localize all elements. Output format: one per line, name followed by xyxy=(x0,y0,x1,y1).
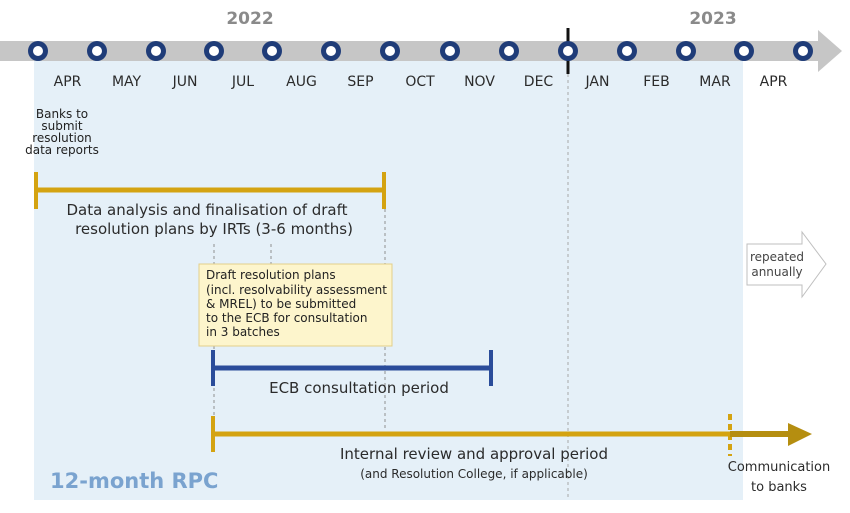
repeated-line-2: annually xyxy=(751,265,802,279)
timeline-node-center xyxy=(33,46,43,56)
month-label: OCT xyxy=(405,74,435,90)
timeline-node-center xyxy=(92,46,102,56)
banks-note-line-4: data reports xyxy=(25,143,99,157)
year-2022-label: 2022 xyxy=(226,9,273,29)
repeated-annually-arrow xyxy=(746,230,827,299)
timeline-node-center xyxy=(209,46,219,56)
timeline-node-center xyxy=(151,46,161,56)
internal-review-arrow-head xyxy=(788,423,812,446)
internal-review-subtitle: (and Resolution College, if applicable) xyxy=(360,467,588,481)
month-label: DEC xyxy=(524,74,554,90)
timeline-nodes xyxy=(28,41,813,61)
rpc-label: 12-month RPC xyxy=(50,469,218,493)
internal-review-title: Internal review and approval period xyxy=(340,445,608,463)
banks-note-line-2: submit xyxy=(41,119,82,133)
draft-box-line-2: (incl. resolvability assessment xyxy=(206,283,387,297)
timeline-node-center xyxy=(563,46,573,56)
timeline-node-center xyxy=(681,46,691,56)
month-label: APR xyxy=(54,74,82,90)
timeline-node-center xyxy=(739,46,749,56)
banks-note-line-1: Banks to xyxy=(36,107,88,121)
month-label: MAR xyxy=(699,74,731,90)
ecb-consultation-label: ECB consultation period xyxy=(269,379,449,397)
month-label: AUG xyxy=(286,74,317,90)
month-label: JUL xyxy=(231,74,254,90)
timeline-node-center xyxy=(798,46,808,56)
communication-line-2: to banks xyxy=(751,480,807,495)
repeated-line-1: repeated xyxy=(750,250,804,264)
month-labels: APR MAY JUN JUL AUG SEP OCT NOV DEC JAN FEB MAR APR xyxy=(54,74,788,90)
month-label: FEB xyxy=(643,74,670,90)
timeline-bar xyxy=(0,41,820,61)
month-label: JUN xyxy=(172,74,198,90)
timeline-node-center xyxy=(504,46,514,56)
month-label: JAN xyxy=(585,74,610,90)
timeline-node-center xyxy=(267,46,277,56)
month-label: APR xyxy=(760,74,788,90)
timeline-node-center xyxy=(622,46,632,56)
draft-box-line-5: in 3 batches xyxy=(206,325,280,339)
month-label: MAY xyxy=(112,74,142,90)
data-analysis-line-2: resolution plans by IRTs (3-6 months) xyxy=(75,220,353,238)
timeline-node-center xyxy=(445,46,455,56)
draft-box-line-4: to the ECB for consultation xyxy=(206,311,367,325)
timeline-node-center xyxy=(326,46,336,56)
year-2023-label: 2023 xyxy=(689,9,736,29)
month-label: NOV xyxy=(464,74,495,90)
month-label: SEP xyxy=(347,74,373,90)
draft-box-line-3: & MREL) to be submitted xyxy=(206,297,356,311)
data-analysis-line-1: Data analysis and finalisation of draft xyxy=(66,201,347,219)
timeline-node-center xyxy=(385,46,395,56)
timeline-arrow-head xyxy=(818,30,842,72)
draft-box-line-1: Draft resolution plans xyxy=(206,268,336,282)
draft-plans-note-box xyxy=(198,263,393,347)
banks-note-line-3: resolution xyxy=(32,131,92,145)
communication-line-1: Communication xyxy=(728,460,830,475)
